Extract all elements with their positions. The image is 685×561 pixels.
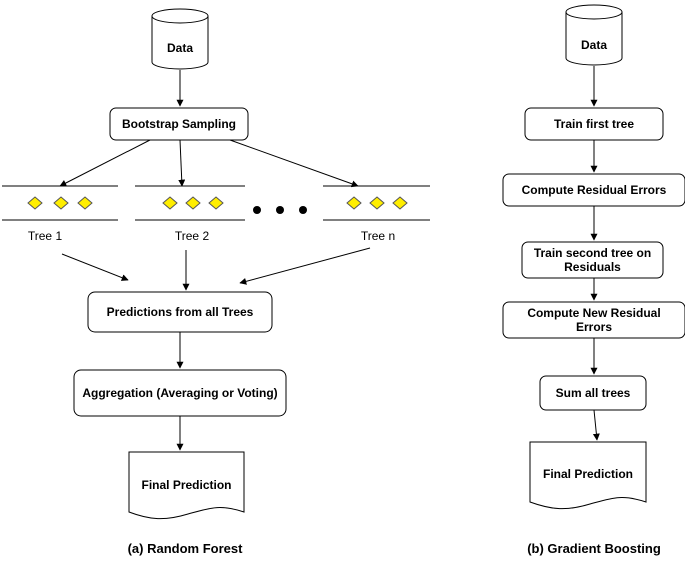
gb-step3-box — [521, 241, 664, 279]
gb-data-cylinder — [565, 4, 623, 66]
rf-bootstrap-box — [109, 107, 249, 141]
rf-arrow-bootstrap-tree1 — [59, 139, 151, 187]
rf-treen-band — [323, 185, 430, 221]
gb-step3-label: Train second tree on Residuals — [533, 246, 652, 274]
rf-treen-nodes — [346, 196, 408, 210]
gb-step2-label: Compute Residual Errors — [521, 182, 667, 197]
gb-step4-label: Compute New Residual Errors — [527, 306, 661, 334]
gb-arrow-step5-final — [592, 409, 600, 441]
rf-bootstrap-label: Bootstrap Sampling — [121, 116, 236, 131]
rf-tree2-label: Tree 2 — [174, 229, 210, 243]
rf-tree1-label: Tree 1 — [27, 229, 63, 243]
rf-predictions-label: Predictions from all Trees — [106, 304, 254, 319]
gb-caption: (b) Gradient Boosting — [527, 541, 661, 556]
rf-caption: (a) Random Forest — [127, 541, 243, 556]
gb-step5-box — [539, 375, 647, 411]
rf-aggregation-label: Aggregation (Averaging or Voting) — [82, 385, 278, 400]
gb-final-label: Final Prediction — [542, 466, 633, 481]
rf-data-cylinder — [151, 8, 209, 70]
gb-final-document — [529, 441, 647, 510]
rf-arrow-tree1-predictions — [61, 253, 129, 281]
rf-treen-label: Tree n — [360, 229, 396, 243]
rf-ellipsis-dots — [253, 206, 307, 214]
rf-tree2-nodes — [162, 196, 224, 210]
rf-arrow-bootstrap-tree2 — [178, 139, 186, 187]
gb-step5-label: Sum all trees — [555, 385, 631, 400]
rf-data-label: Data — [166, 40, 193, 55]
rf-final-label: Final Prediction — [141, 477, 232, 492]
rf-final-document — [128, 451, 245, 520]
rf-arrow-treen-predictions — [239, 247, 371, 285]
gb-step1-label: Train first tree — [553, 116, 635, 131]
gb-data-label: Data — [580, 37, 607, 52]
rf-arrow-bootstrap-treen — [229, 139, 359, 188]
rf-tree1-nodes — [27, 196, 93, 210]
rf-tree2-band — [135, 185, 245, 221]
rf-tree1-band — [2, 185, 118, 221]
